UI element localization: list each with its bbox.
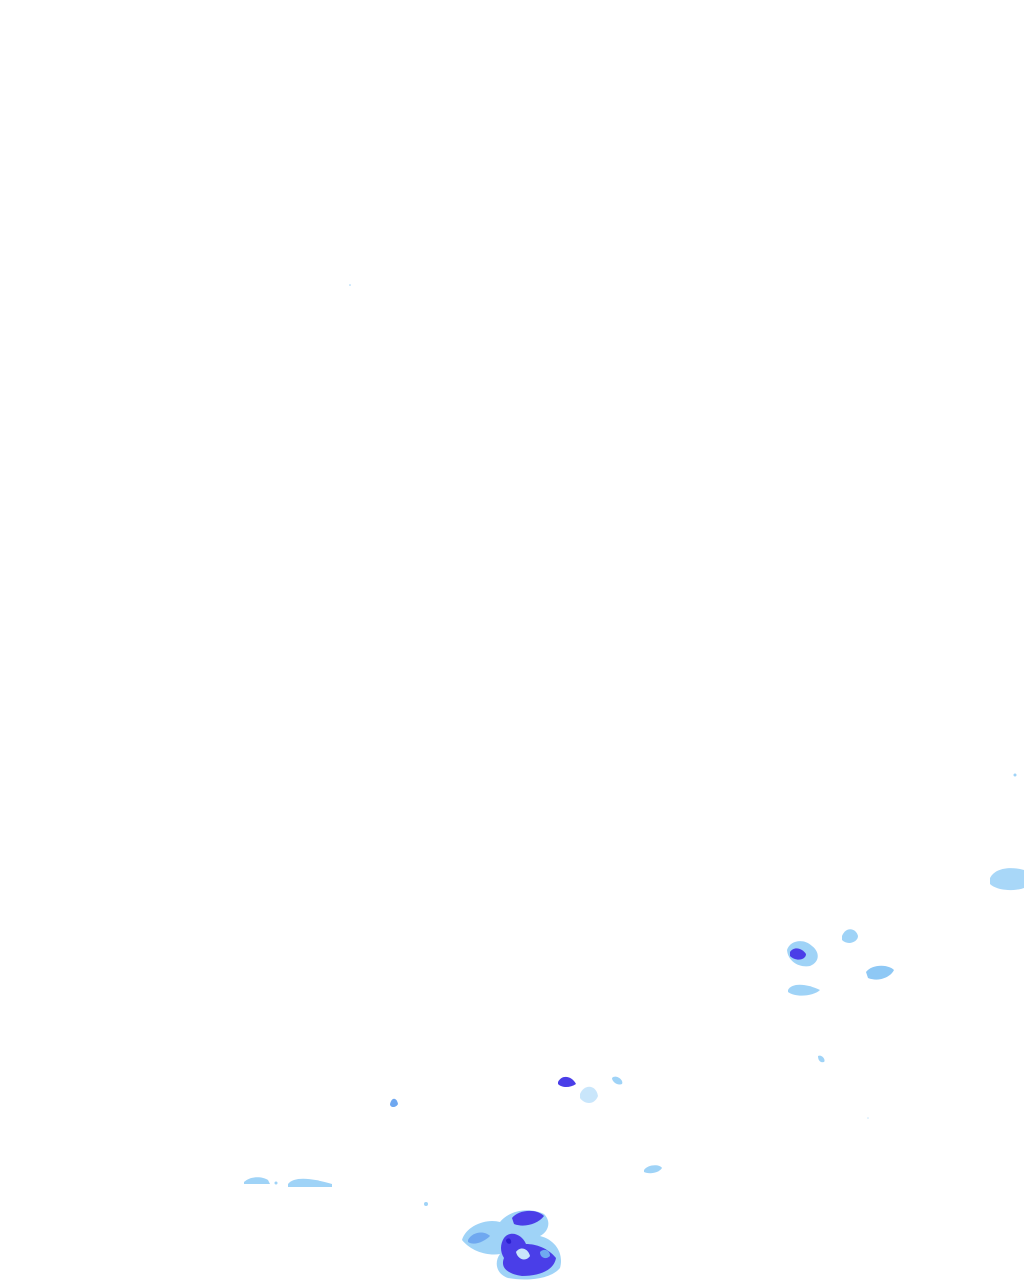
echo-east-cluster-c [866,965,894,980]
precip-speck [867,1117,869,1119]
echo-south-main [462,1210,562,1280]
echo-west-streak [244,1177,332,1187]
echo-east-cluster-d [788,984,825,1063]
echo-east-cluster-b [842,929,858,943]
precip-speck [1013,773,1017,777]
echo-central-small [390,1076,662,1174]
echo-east-cluster-a [787,941,818,967]
echo-east-edge [990,868,1024,891]
precip-speck [349,284,351,286]
precip-speck [424,1202,428,1206]
